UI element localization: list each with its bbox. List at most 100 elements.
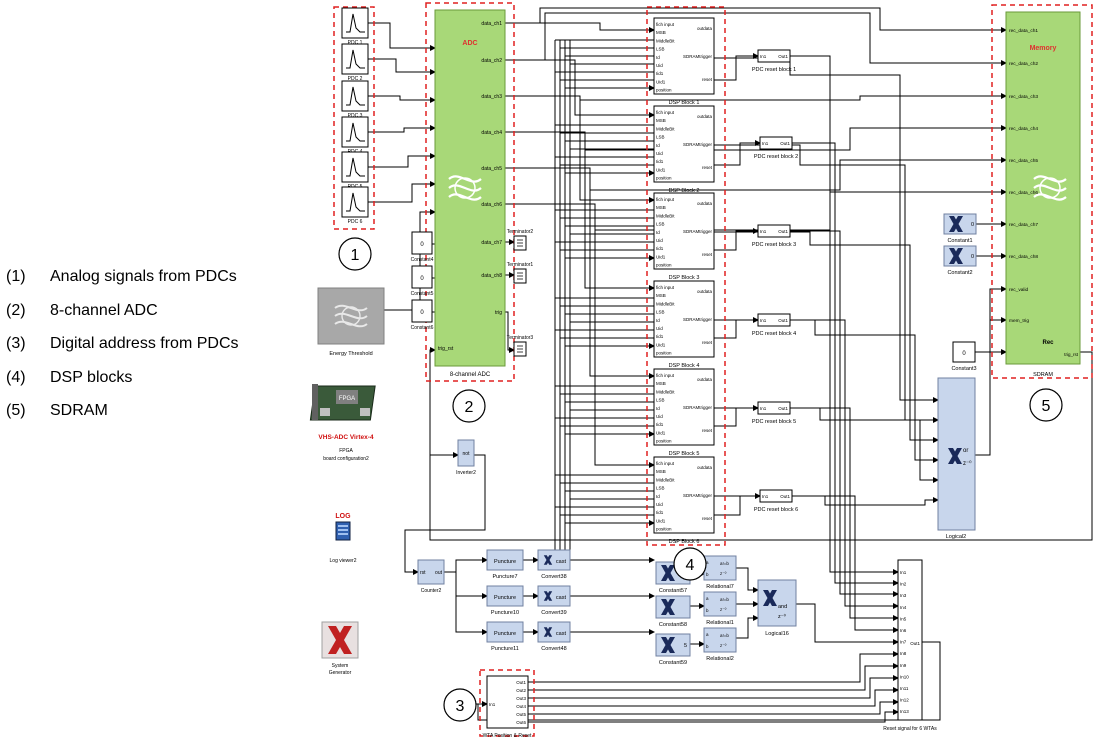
pdc-reset-body (757, 224, 791, 238)
pdc-reset-label: PDC reset block 3 (752, 242, 796, 248)
reset-signal-block[interactable]: Out1 Reset signal for 6 WTAs (883, 559, 937, 732)
convert-body (537, 585, 571, 607)
dsp-block-body (653, 368, 715, 446)
system-generator-block[interactable]: System Generator (321, 621, 359, 676)
terminator-block[interactable]: Terminator3 (507, 335, 534, 357)
constant-value: 5 (684, 643, 687, 649)
pdc-reset-label: PDC reset block 1 (752, 67, 796, 73)
constant-label: Constant5 (411, 291, 434, 297)
dsp-input-port: position (656, 88, 672, 93)
dsp-input-port: Uid1 (656, 254, 666, 259)
relational-blocks: aba!=bz⁻⁰Relational7aba!=bz⁻⁰Relational1… (703, 555, 737, 662)
memory-input-port: rec_data_ch2 (1009, 61, 1038, 67)
xilinx-logo-icon (1033, 175, 1067, 201)
reset-signal-input-port: In7 (900, 640, 907, 645)
constant-value: 0 (420, 242, 424, 248)
log-viewer-block[interactable]: LOG Log viewer2 (330, 513, 357, 564)
adc-output-port: data_ch4 (481, 130, 502, 136)
counter-block[interactable]: rst out Counter2 (417, 559, 445, 594)
dsp-input-port: MiddleBit (656, 126, 675, 131)
pdc-source-block[interactable]: PDC 6 (341, 186, 369, 225)
dsp-block[interactable]: fich inputMSBMiddleBitLSBIdUidIid1Uid1po… (653, 192, 715, 281)
puncture-label: Puncture10 (491, 610, 519, 616)
energy-threshold-block[interactable]: Energy Threshold (317, 287, 385, 357)
dsp-block[interactable]: fich inputMSBMiddleBitLSBIdUidIid1Uid1po… (653, 17, 715, 106)
memory-input-ports: rec_data_ch1rec_data_ch2rec_data_ch3rec_… (1009, 28, 1038, 324)
dsp-block[interactable]: fich inputMSBMiddleBitLSBIdUidIid1Uid1po… (653, 368, 715, 457)
pdc-source-block[interactable]: PDC 5 (341, 151, 369, 190)
pdc-source-block[interactable]: PDC 4 (341, 116, 369, 155)
dsp-output-port: reset (702, 428, 713, 433)
relational-body (703, 555, 737, 581)
dsp-input-port: fich input (656, 373, 675, 378)
dsp-blocks: fich inputMSBMiddleBitLSBIdUidIid1Uid1po… (653, 17, 715, 545)
terminator-block[interactable]: Terminator2 (507, 229, 534, 251)
log-viewer-icon (335, 521, 351, 541)
waveform-icon (346, 49, 365, 69)
fpga-sub2: board configuration2 (323, 456, 369, 462)
dsp-block[interactable]: fich inputMSBMiddleBitLSBIdUidIid1Uid1po… (653, 456, 715, 545)
reset-signal-input-port: In4 (900, 605, 907, 610)
wta-block[interactable]: In1 WTA Position & Reset (483, 675, 532, 739)
callout-number: 4 (686, 557, 695, 574)
adc-input-port: trig_rst (438, 346, 454, 352)
terminator-block[interactable]: Terminator1 (507, 262, 534, 284)
constant-block[interactable]: Constant58 (655, 595, 691, 628)
adc-block[interactable]: ADC 8-channel ADC trig_rst (434, 9, 506, 378)
dsp-input-port: Uid (656, 238, 663, 243)
logical-and-block[interactable]: and z⁻⁰ Logical16 (757, 579, 797, 637)
dsp-output-port: outdata (697, 26, 713, 31)
energy-threshold-label: Energy Threshold (329, 351, 372, 357)
inverter-block[interactable]: not Inverter2 (456, 439, 476, 476)
pdc-source-block[interactable]: PDC 1 (341, 7, 369, 46)
pdc-source-block[interactable]: PDC 2 (341, 43, 369, 82)
dsp-input-port: Uid1 (656, 430, 666, 435)
counter-out: out (435, 570, 443, 576)
dsp-block[interactable]: fich inputMSBMiddleBitLSBIdUidIid1Uid1po… (653, 105, 715, 194)
terminator-icon (517, 239, 523, 247)
dsp-output-port: SDRAMtrigger (683, 405, 713, 410)
waveform-icon (346, 192, 365, 212)
pdc-source-block[interactable]: PDC 3 (341, 80, 369, 119)
constant-value: 0 (962, 351, 966, 357)
terminator-icon (517, 345, 523, 353)
waveform-icon (346, 13, 365, 33)
memory-block[interactable]: Memory Rec trig_rst SDRAM (1005, 11, 1081, 378)
pdc-source-label: PDC 1 (348, 40, 363, 46)
dsp-input-port: Id (656, 230, 660, 235)
counter-in: rst (420, 570, 426, 576)
system-generator-label-1: System (332, 663, 349, 669)
dsp-output-port: reset (702, 165, 713, 170)
logical-or-block[interactable]: or z⁻⁰ Logical2 (937, 377, 976, 540)
memory-input-port: mem_trig (1009, 318, 1029, 324)
memory-input-port: rec_data_ch6 (1009, 190, 1038, 196)
callout-number: 2 (465, 399, 474, 416)
fpga-board-block[interactable]: FPGA VHS-ADC Virtex-4 FPGA board configu… (309, 384, 376, 462)
dsp-block[interactable]: fich inputMSBMiddleBitLSBIdUidIid1Uid1po… (653, 280, 715, 369)
pdc-reset-out: Out1 (778, 229, 788, 234)
dsp-input-port: MiddleBit (656, 389, 675, 394)
